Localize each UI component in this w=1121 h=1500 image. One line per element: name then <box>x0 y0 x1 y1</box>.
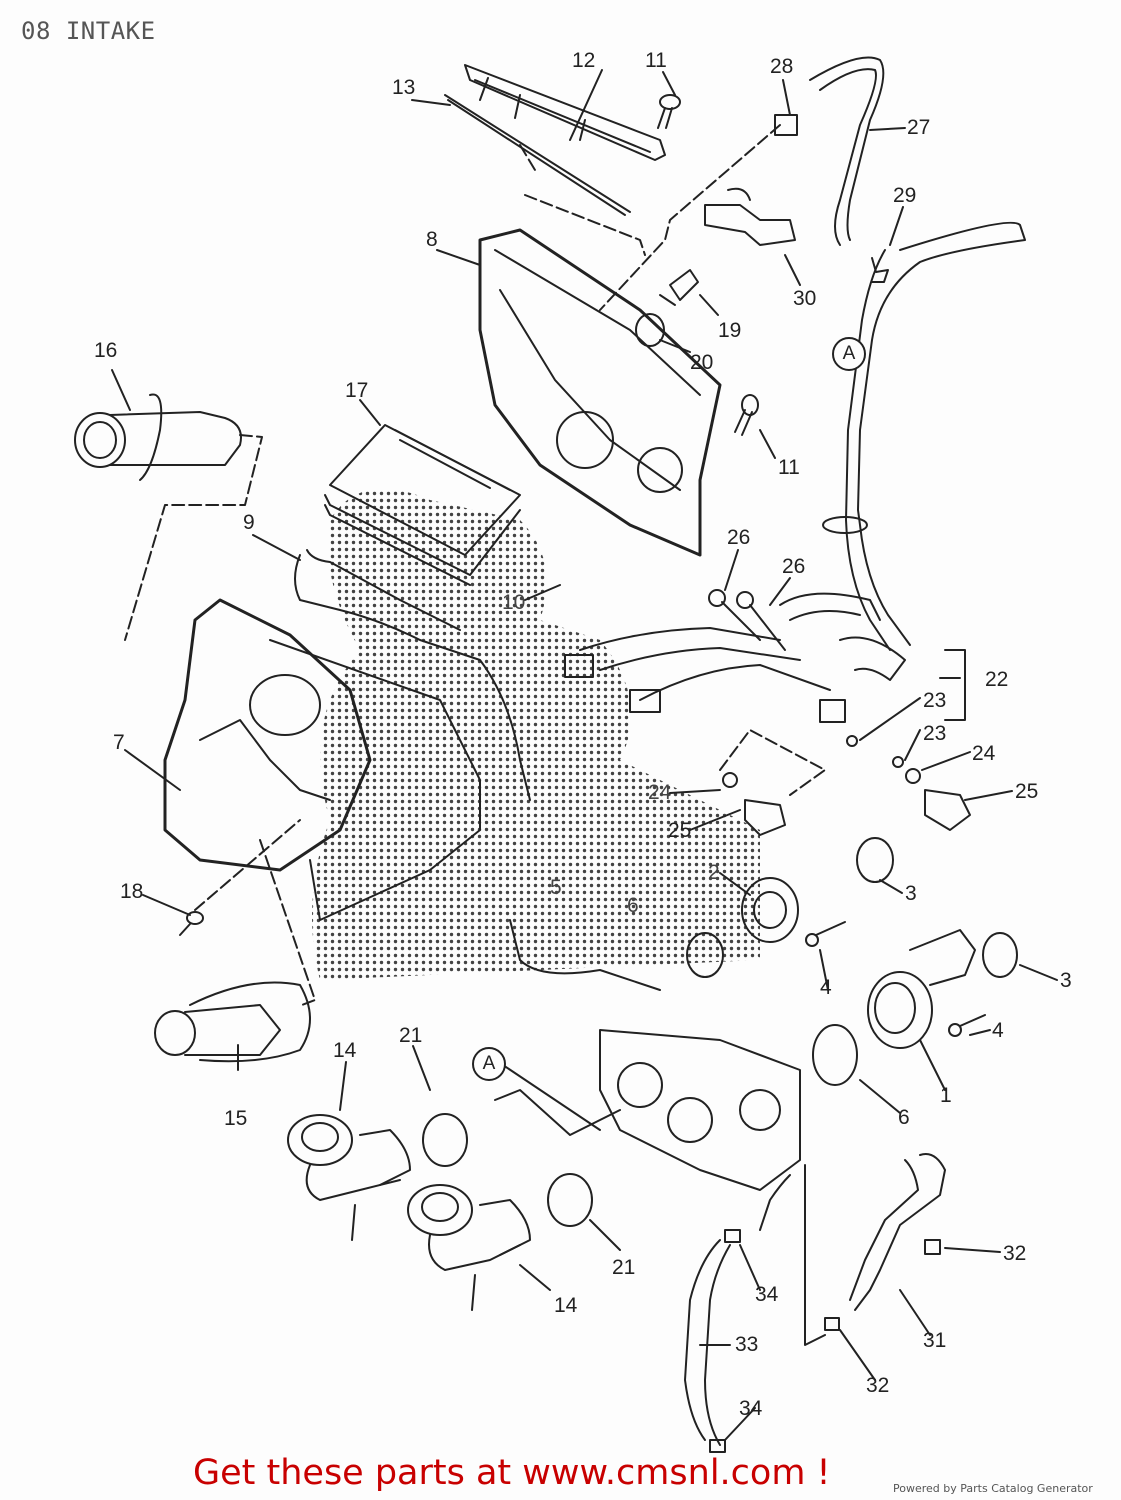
callout-32[interactable]: 32 <box>866 1374 890 1397</box>
callout-8[interactable]: 8 <box>426 228 438 251</box>
callout-14[interactable]: 14 <box>554 1294 578 1317</box>
callout-6[interactable]: 6 <box>627 894 639 917</box>
callout-10[interactable]: 10 <box>502 591 526 614</box>
callout-30[interactable]: 30 <box>793 287 817 310</box>
callout-14[interactable]: 14 <box>333 1039 357 1062</box>
callout-17[interactable]: 17 <box>345 379 369 402</box>
reference-marker-a: A <box>832 337 866 371</box>
callout-22[interactable]: 22 <box>985 668 1009 691</box>
callout-13[interactable]: 13 <box>392 76 416 99</box>
callout-29[interactable]: 29 <box>893 184 917 207</box>
callout-11[interactable]: 11 <box>778 456 800 479</box>
callout-12[interactable]: 12 <box>572 49 596 72</box>
callout-25[interactable]: 25 <box>668 819 692 842</box>
callout-1[interactable]: 1 <box>940 1084 952 1107</box>
callout-15[interactable]: 15 <box>224 1107 248 1130</box>
callout-4[interactable]: 4 <box>820 976 832 999</box>
reference-marker-a: A <box>472 1047 506 1081</box>
powered-by-text: Powered by Parts Catalog Generator <box>893 1482 1093 1495</box>
callout-24[interactable]: 24 <box>972 742 996 765</box>
callout-11[interactable]: 11 <box>645 49 667 72</box>
callout-28[interactable]: 28 <box>770 55 794 78</box>
callout-2[interactable]: 2 <box>708 861 720 884</box>
callout-31[interactable]: 31 <box>923 1329 947 1352</box>
callout-25[interactable]: 25 <box>1015 780 1039 803</box>
watermark-cms-logo <box>312 488 760 980</box>
callout-27[interactable]: 27 <box>907 116 931 139</box>
callout-34[interactable]: 34 <box>739 1397 763 1420</box>
callout-4[interactable]: 4 <box>992 1019 1004 1042</box>
callout-33[interactable]: 33 <box>735 1333 759 1356</box>
callout-16[interactable]: 16 <box>94 339 118 362</box>
callout-23[interactable]: 23 <box>923 722 947 745</box>
callout-23[interactable]: 23 <box>923 689 947 712</box>
callout-21[interactable]: 21 <box>612 1256 636 1279</box>
callout-5[interactable]: 5 <box>550 876 562 899</box>
get-parts-link[interactable]: Get these parts at www.cmsnl.com ! <box>193 1453 831 1493</box>
callout-26[interactable]: 26 <box>782 555 806 578</box>
callout-18[interactable]: 18 <box>120 880 144 903</box>
callout-34[interactable]: 34 <box>755 1283 779 1306</box>
page-title: 08 INTAKE <box>21 17 156 45</box>
callout-6[interactable]: 6 <box>898 1106 910 1129</box>
callout-19[interactable]: 19 <box>718 319 742 342</box>
callout-20[interactable]: 20 <box>690 351 714 374</box>
callout-3[interactable]: 3 <box>905 882 917 905</box>
callout-21[interactable]: 21 <box>399 1024 423 1047</box>
callout-32[interactable]: 32 <box>1003 1242 1027 1265</box>
callout-7[interactable]: 7 <box>113 731 125 754</box>
callout-3[interactable]: 3 <box>1060 969 1072 992</box>
callout-24[interactable]: 24 <box>648 781 672 804</box>
callout-9[interactable]: 9 <box>243 511 255 534</box>
callout-26[interactable]: 26 <box>727 526 751 549</box>
